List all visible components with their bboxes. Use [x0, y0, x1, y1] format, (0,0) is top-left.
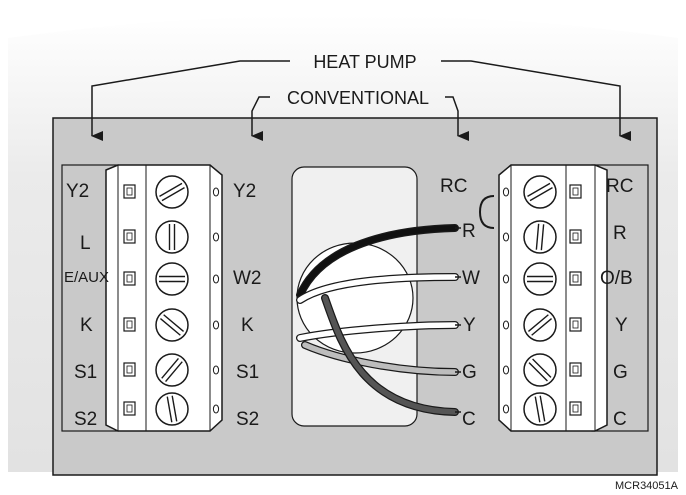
right-outer-label: RC [606, 176, 633, 197]
right-terminal-screw [523, 308, 557, 342]
left-inner-label: W2 [233, 268, 262, 289]
wire-c [321, 294, 461, 416]
left-terminal-hole [212, 365, 220, 375]
left-inner-label: S1 [236, 362, 259, 383]
left-terminal-screw [155, 353, 189, 387]
left-terminal-tab [123, 184, 136, 199]
figure-code: MCR34051A [615, 480, 679, 492]
left-terminal-screw [155, 392, 189, 426]
left-outer-label: Y2 [66, 181, 89, 202]
right-terminal-tab [569, 317, 582, 332]
right-inner-label: Y [463, 315, 476, 336]
terminal-rows [123, 175, 582, 426]
left-terminal-hole [212, 404, 220, 414]
right-outer-label: R [613, 223, 627, 244]
right-terminal-tab [569, 362, 582, 377]
right-terminal-screw [523, 353, 557, 387]
right-terminal-tab [569, 271, 582, 286]
conventional-label: CONVENTIONAL [287, 88, 429, 108]
right-outer-label: C [613, 409, 627, 430]
right-inner-label: G [462, 362, 477, 383]
left-inner-label: S2 [236, 409, 259, 430]
left-outer-labels: Y2 L E/AUX K S1 S2 [64, 181, 109, 430]
left-terminal-screw [155, 175, 189, 209]
wire-y [296, 321, 461, 342]
left-terminal-hole [212, 232, 220, 242]
left-terminal-tab [123, 362, 136, 377]
right-block-body [498, 164, 608, 432]
left-terminal-screw [155, 220, 189, 254]
heat-pump-callout [91, 60, 631, 141]
right-terminal-screw [523, 262, 557, 296]
right-inner-label: RC [440, 176, 467, 197]
right-terminal-tab [569, 229, 582, 244]
left-outer-label: S1 [74, 362, 97, 383]
right-outer-label: Y [615, 315, 628, 336]
right-inner-label: W [462, 268, 480, 289]
left-terminal-tab [123, 401, 136, 416]
right-outer-label: O/B [600, 268, 633, 289]
right-terminal-hole [502, 187, 510, 197]
wire-w [296, 273, 461, 304]
right-terminal-tab [569, 184, 582, 199]
right-inner-label: C [462, 409, 476, 430]
right-terminal-hole [502, 274, 510, 284]
wire-bundle-front [296, 224, 461, 416]
right-outer-labels: RC R O/B Y G C [600, 176, 633, 430]
right-terminal-hole [502, 404, 510, 414]
wire-r [296, 224, 461, 299]
heat-pump-label: HEAT PUMP [313, 52, 416, 72]
wire-g [301, 341, 461, 376]
left-terminal-tab [123, 229, 136, 244]
right-outer-label: G [613, 362, 628, 383]
left-terminal-tab [123, 317, 136, 332]
right-terminal-hole [502, 320, 510, 330]
right-terminal-screw [523, 220, 557, 254]
left-terminal-screw [155, 262, 189, 296]
rc-r-jumper [478, 195, 495, 229]
conventional-callout [251, 96, 469, 141]
left-outer-label: K [80, 315, 93, 336]
left-terminal-screw [155, 308, 189, 342]
left-terminal-hole [212, 187, 220, 197]
left-inner-labels: Y2 W2 K S1 S2 [233, 181, 262, 430]
left-inner-label: K [241, 315, 254, 336]
right-terminal-screw [523, 392, 557, 426]
left-outer-label: E/AUX [64, 269, 109, 286]
right-terminal-tab [569, 401, 582, 416]
left-terminal-tab [123, 271, 136, 286]
right-inner-label: R [462, 221, 476, 242]
left-outer-label: S2 [74, 409, 97, 430]
left-terminal-hole [212, 274, 220, 284]
right-terminal-hole [502, 365, 510, 375]
right-inner-labels: RC R W Y G C [440, 176, 480, 430]
left-inner-label: Y2 [233, 181, 256, 202]
right-terminal-hole [502, 232, 510, 242]
left-terminal-hole [212, 320, 220, 330]
right-terminal-screw [523, 175, 557, 209]
left-outer-label: L [80, 233, 91, 254]
